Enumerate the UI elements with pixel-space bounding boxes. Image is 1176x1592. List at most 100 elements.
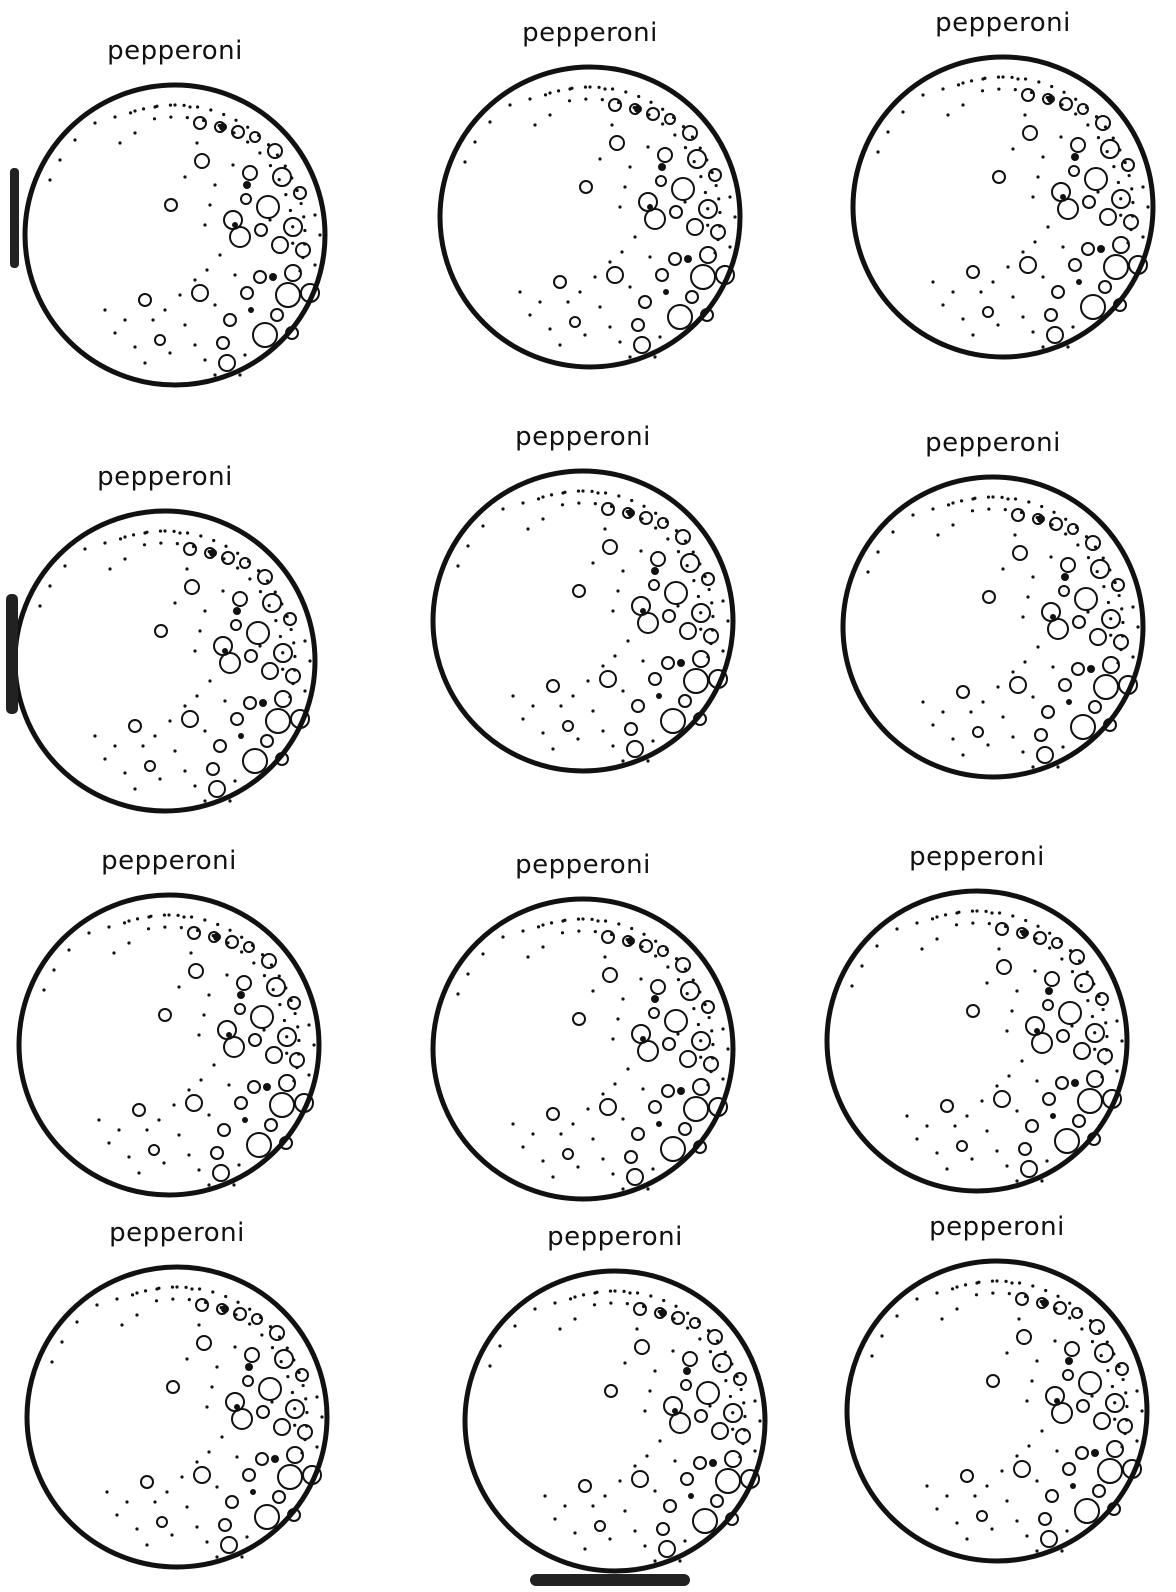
cheese-dot [951,290,954,293]
cheese-dot [1031,575,1034,578]
pepperoni-bit [656,1121,662,1127]
cheese-dot [548,91,551,94]
cheese-dot [1135,1389,1138,1392]
cheese-dot [1031,695,1034,698]
cheese-dot [611,1037,614,1040]
cheese-dot [699,628,702,631]
cheese-dot [653,355,656,358]
cheese-dot [995,1149,998,1152]
pepperoni-bit [1097,245,1105,253]
cheese-dot [955,911,958,914]
pepperoni-bit [238,733,244,739]
cheese-dot [202,1013,205,1016]
cheese-dot [511,694,514,697]
cheese-dot [561,503,564,506]
cheese-dot [142,107,145,110]
cheese-dot [996,323,999,326]
cheese-dot [1109,634,1112,637]
cheese-dot [1120,1039,1123,1042]
cheese-dot [172,1103,175,1106]
cheese-dot [955,923,958,926]
cheese-dot [715,184,718,187]
cheese-dot [518,290,521,293]
cheese-dot [1023,660,1026,663]
pizza-label: pepperoni [812,842,1142,872]
cheese-dot [207,1450,210,1453]
pizza-label: pepperoni [0,462,330,492]
cheese-dot [563,1504,566,1507]
pepperoni-bit [237,991,245,999]
cheese-dot [651,1167,654,1170]
pizza-crust [19,895,319,1195]
cheese-dot [728,245,731,248]
cheese-dot [163,308,166,311]
cheese-dot [915,1297,918,1300]
cheese-dot [137,1171,140,1174]
cheese-dot [876,150,879,153]
cheese-dot [1086,999,1089,1002]
cheese-dot [115,1513,118,1516]
cheese-dot [613,654,616,657]
cheese-dot [1131,655,1134,658]
cheese-dot [1122,1378,1125,1381]
cheese-dot [718,1364,721,1367]
cheese-dot [635,1327,638,1330]
cheese-dot [193,278,196,281]
cheese-dot [645,1454,648,1457]
cheese-dot [199,1078,202,1081]
cheese-dot [228,799,231,802]
cheese-dot [1014,497,1017,500]
cheese-dot [666,965,669,968]
cheese-dot [141,744,144,747]
cheese-dot [207,1183,210,1186]
cheese-dot [618,340,621,343]
cheese-dot [1010,1009,1013,1012]
cheese-dot [1061,245,1064,248]
cheese-dot [601,1157,604,1160]
cheese-dot [153,105,156,108]
cheese-dot [601,98,604,101]
cheese-dot [113,115,116,118]
cheese-dot [293,1424,296,1427]
cheese-dot [281,651,284,654]
cheese-dot [593,1303,596,1306]
cheese-dot [980,1099,983,1102]
cheese-dot [594,502,597,505]
cheese-dot [197,1323,200,1326]
cheese-dot [895,1314,898,1317]
cheese-dot [1074,98,1077,101]
cheese-dot [609,1301,612,1304]
cheese-dot [991,1291,994,1294]
cheese-dot [1135,1439,1138,1442]
cheese-dot [1065,1529,1068,1532]
cheese-dot [38,604,41,607]
cheese-dot [173,103,176,106]
cheese-dot [531,704,534,707]
cheese-dot [639,977,642,980]
cheese-dot [561,931,564,934]
pizza-crust [440,67,740,367]
cheese-dot [940,1317,943,1320]
cheese-dot [113,744,116,747]
cheese-dot [533,123,536,126]
cheese-dot [533,1307,536,1310]
cheese-dot [291,1391,294,1394]
cheese-dot [726,1047,729,1050]
cheese-dot [127,941,130,944]
cheese-dot [293,655,296,658]
cheese-dot [708,588,711,591]
cheese-dot [1071,325,1074,328]
pepperoni-bit [245,1363,253,1371]
cheese-dot [1011,735,1014,738]
cheese-dot [1000,496,1003,499]
cheese-dot [153,1500,156,1503]
cheese-dot [601,729,604,732]
cheese-dot [1055,1449,1058,1452]
cheese-dot [591,1137,594,1140]
cheese-dot [195,1525,198,1528]
cheese-dot [145,1128,148,1131]
cheese-dot [981,700,984,703]
cheese-dot [170,1533,173,1536]
cheese-dot [608,260,611,263]
cheese-dot [553,1301,556,1304]
